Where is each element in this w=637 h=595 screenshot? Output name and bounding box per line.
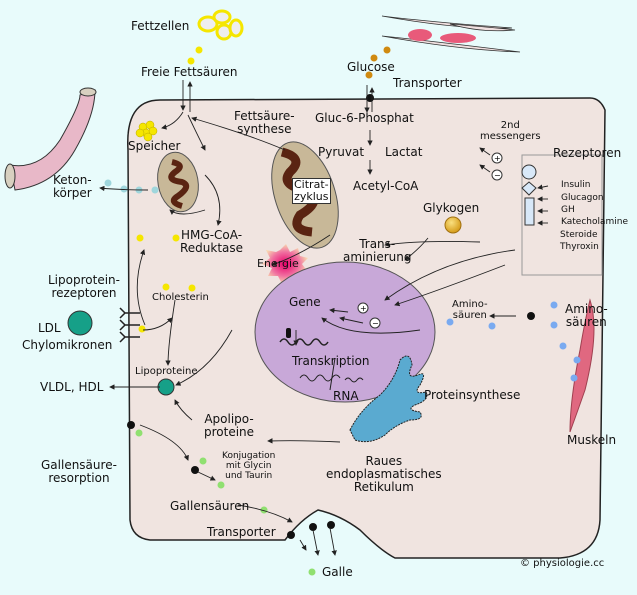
glykogen-granule <box>444 216 462 234</box>
label-glykogen: Glykogen <box>423 201 480 215</box>
receptor-diamond <box>521 181 537 196</box>
svg-text:+: + <box>360 304 367 313</box>
label-muskeln: Muskeln <box>567 433 617 447</box>
bile-dots <box>135 429 316 576</box>
label-galle: Galle <box>322 565 353 579</box>
label-line: Amino- <box>452 299 488 310</box>
label-transporter-top: Transporter <box>393 76 462 90</box>
label-fettsaeure-synthese: Fettsäure-synthese <box>234 109 295 137</box>
ldl-particle <box>67 310 93 336</box>
label-acetyl-coa: Acetyl-CoA <box>353 179 419 193</box>
receptor-rect <box>524 197 535 226</box>
hormone-glucagon: Glucagon <box>561 193 604 203</box>
label-gallensaeure-resorption: Gallensäure-resorption <box>41 458 117 486</box>
svg-text:−: − <box>372 319 379 328</box>
label-line: proteine <box>204 425 255 440</box>
fat-storage <box>135 120 158 142</box>
label-rna: RNA <box>333 389 359 403</box>
label-gluc6p: Gluc-6-Phosphat <box>315 111 414 125</box>
label-pyruvat: Pyruvat <box>318 145 365 159</box>
label-proteinsynthese: Proteinsynthese <box>424 388 521 402</box>
receptor-circle <box>521 164 537 180</box>
label-line: Keton- <box>53 173 92 187</box>
label-transkription: Transkription <box>292 354 370 368</box>
label-line: messengers <box>480 131 541 142</box>
label-hmg-coa-reduktase: HMG-CoA-Reduktase <box>180 228 244 256</box>
label-line: Citrat- <box>294 178 329 191</box>
label-line: rezeptoren <box>51 286 117 301</box>
svg-text:+: + <box>494 154 501 163</box>
cholesterol-dots <box>136 234 196 333</box>
label-apolipoproteine: Apolipo-proteine <box>204 412 255 440</box>
label-line: Retikulum <box>353 480 414 495</box>
label-line: endoplasmatisches <box>326 467 442 482</box>
label-gene: Gene <box>289 295 321 309</box>
label-line: mit Glycin <box>225 460 272 471</box>
label-transaminierung: Trans-aminierung <box>343 237 412 265</box>
hormone-steroide: Steroide <box>560 230 598 240</box>
label-lipoproteine: Lipoproteine <box>135 366 198 377</box>
hormone-thyroxin: Thyroxin <box>560 242 599 252</box>
label-line: Raues <box>365 454 403 468</box>
label-line: säuren <box>452 310 487 321</box>
label-citratzyklus: Citrat-zyklus <box>292 178 331 205</box>
label-line: synthese <box>237 122 292 137</box>
label-line: Konjugation <box>222 451 276 461</box>
label-aminosaeuren-outer: Amino-säuren <box>565 302 608 330</box>
label-ketonkoerper: Keton-körper <box>53 173 92 201</box>
label-line: säuren <box>565 315 607 330</box>
label-vldl-hdl: VLDL, HDL <box>40 380 104 394</box>
label-line: zyklus <box>294 190 329 204</box>
label-lactat: Lactat <box>385 145 423 159</box>
label-line: Gallensäure- <box>41 458 117 472</box>
label-line: Fettsäure- <box>234 109 295 123</box>
skeletal-muscle <box>569 298 595 433</box>
hormone-katecholamine: Katecholamine <box>561 217 629 227</box>
label-line: Amino- <box>565 302 608 316</box>
label-line: Reduktase <box>180 241 244 256</box>
lipoprotein-particle <box>157 378 175 396</box>
amino-dots <box>446 301 581 382</box>
label-energie: Energie <box>257 257 299 270</box>
label-speicher: Speicher <box>128 139 181 153</box>
label-glucose: Glucose <box>347 60 395 74</box>
label-rezeptoren: Rezeptoren <box>553 146 622 160</box>
hormone-gh: GH <box>561 205 575 215</box>
label-line: 2nd <box>500 120 520 131</box>
label-line: Lipoprotein- <box>48 273 120 287</box>
label-fettzellen: Fettzellen <box>131 19 190 33</box>
label-chylomikronen: Chylomikronen <box>22 338 113 352</box>
label-cholesterin: Cholesterin <box>152 292 209 303</box>
fat-cells <box>197 9 244 41</box>
label-lipoprotein-rezeptoren: Lipoprotein-rezeptoren <box>48 273 120 301</box>
label-aminosaeuren-inner: Amino-säuren <box>452 299 488 321</box>
label-line: HMG-CoA- <box>181 228 243 242</box>
label-freie-fettsaeuren: Freie Fettsäuren <box>141 65 238 79</box>
hormone-insulin: Insulin <box>561 180 591 190</box>
label-line: Apolipo- <box>204 412 254 426</box>
svg-text:−: − <box>494 171 501 180</box>
label-copyright: © physiologie.cc <box>520 558 605 569</box>
label-line: körper <box>53 186 92 201</box>
label-line: Trans- <box>359 237 396 251</box>
label-ldl: LDL <box>38 321 61 335</box>
label-gallensaeuren: Gallensäuren <box>170 499 250 513</box>
label-line: und Taurin <box>225 470 273 481</box>
rough-er <box>349 355 428 443</box>
label-line: aminierung <box>343 250 412 265</box>
label-transporter-bottom: Transporter <box>207 525 276 539</box>
label-line: resorption <box>48 471 110 486</box>
lipoprotein-receptors <box>119 307 140 343</box>
